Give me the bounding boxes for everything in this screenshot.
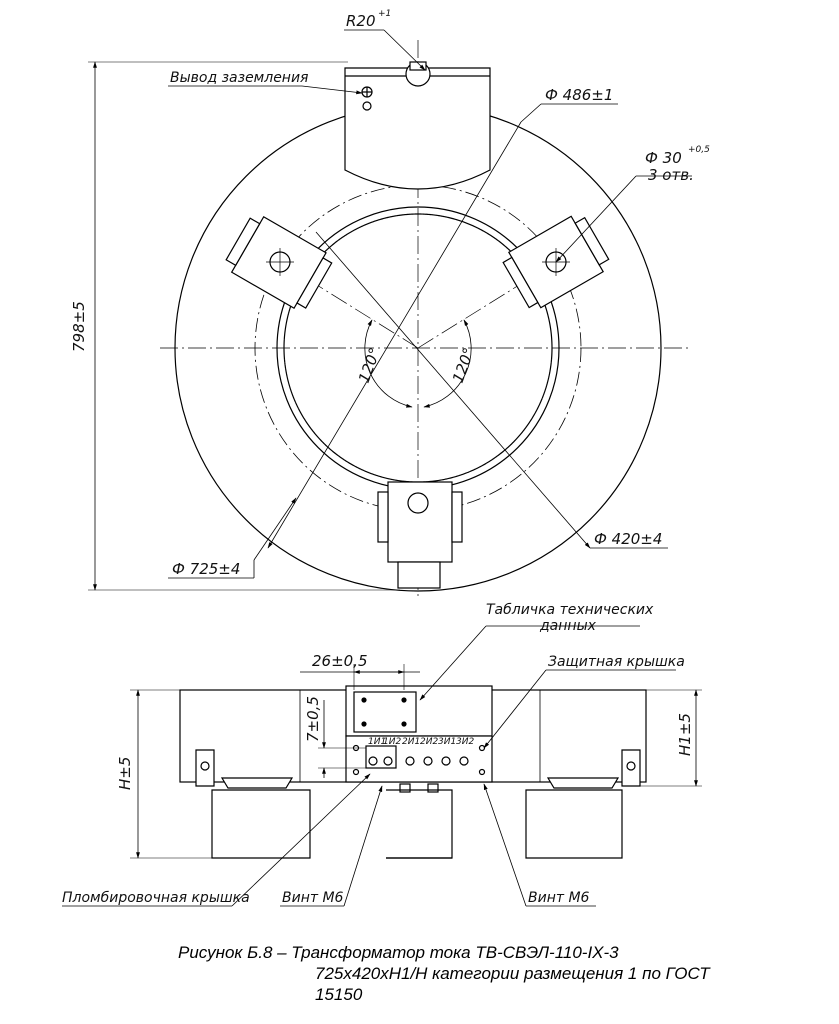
side-view	[62, 625, 702, 907]
dia-486-label: Ф 486±1	[545, 86, 613, 104]
dia-420-label: Ф 420±4	[594, 530, 662, 548]
terminal-label: 3И2	[456, 737, 474, 747]
caption-line-1: Рисунок Б.8 – Трансформатор тока ТВ-СВЭЛ…	[178, 943, 619, 962]
caption-line-3: 15150	[315, 985, 363, 1004]
bottom-mount-hole	[407, 492, 429, 514]
plate-label-line1: Табличка технических	[486, 602, 654, 618]
terminal-label: 2И1	[402, 737, 420, 747]
caption-line-2: 725х420хН1/Н категории размещения 1 по Г…	[315, 964, 710, 983]
dim-26-label: 26±0,5	[312, 652, 368, 670]
height-798-label: 798±5	[70, 301, 88, 352]
height-h-label: H±5	[116, 757, 134, 790]
r20-label: R20	[346, 12, 376, 30]
side-view-labels: Табличка технических данных 26±0,5 Защит…	[62, 602, 694, 906]
angle-left-label: 120°	[355, 345, 384, 385]
plate-label-line2: данных	[539, 618, 597, 634]
terminal-label: 1И2	[383, 737, 401, 747]
dia-725-label: Ф 725±4	[172, 560, 240, 578]
grounding-block	[344, 67, 491, 190]
bottom-bracket	[387, 481, 453, 563]
angle-right-label: 120°	[449, 345, 478, 385]
left-bracket	[225, 215, 333, 310]
ground-output-label: Вывод заземления	[170, 70, 308, 86]
dia-30-tolerance: +0,5	[688, 145, 710, 155]
terminal-label: 3И1	[438, 737, 456, 747]
top-view	[88, 29, 692, 600]
dia-30-label: Ф 30	[645, 149, 682, 167]
transformer-drawing: R20 +1 Вывод заземления Ф 486±1 Ф 30 +0,…	[62, 9, 710, 907]
holes-count-label: 3 отв.	[648, 166, 694, 184]
r20-tolerance: +1	[378, 9, 391, 19]
screw-m6-left-label: Винт М6	[282, 890, 344, 906]
nameplate-box	[345, 685, 493, 737]
dim-7-label: 7±0,5	[304, 696, 322, 742]
seal-cover-label: Пломбировочная крышка	[62, 890, 250, 906]
protective-cover-label: Защитная крышка	[548, 654, 685, 670]
figure-caption: Рисунок Б.8 – Трансформатор тока ТВ-СВЭЛ…	[178, 942, 828, 1005]
terminal-label: 1И1	[368, 737, 386, 747]
terminal-label: 2И2	[420, 737, 438, 747]
screw-m6-right-label: Винт М6	[528, 890, 590, 906]
height-h1-label: H1±5	[676, 713, 694, 756]
